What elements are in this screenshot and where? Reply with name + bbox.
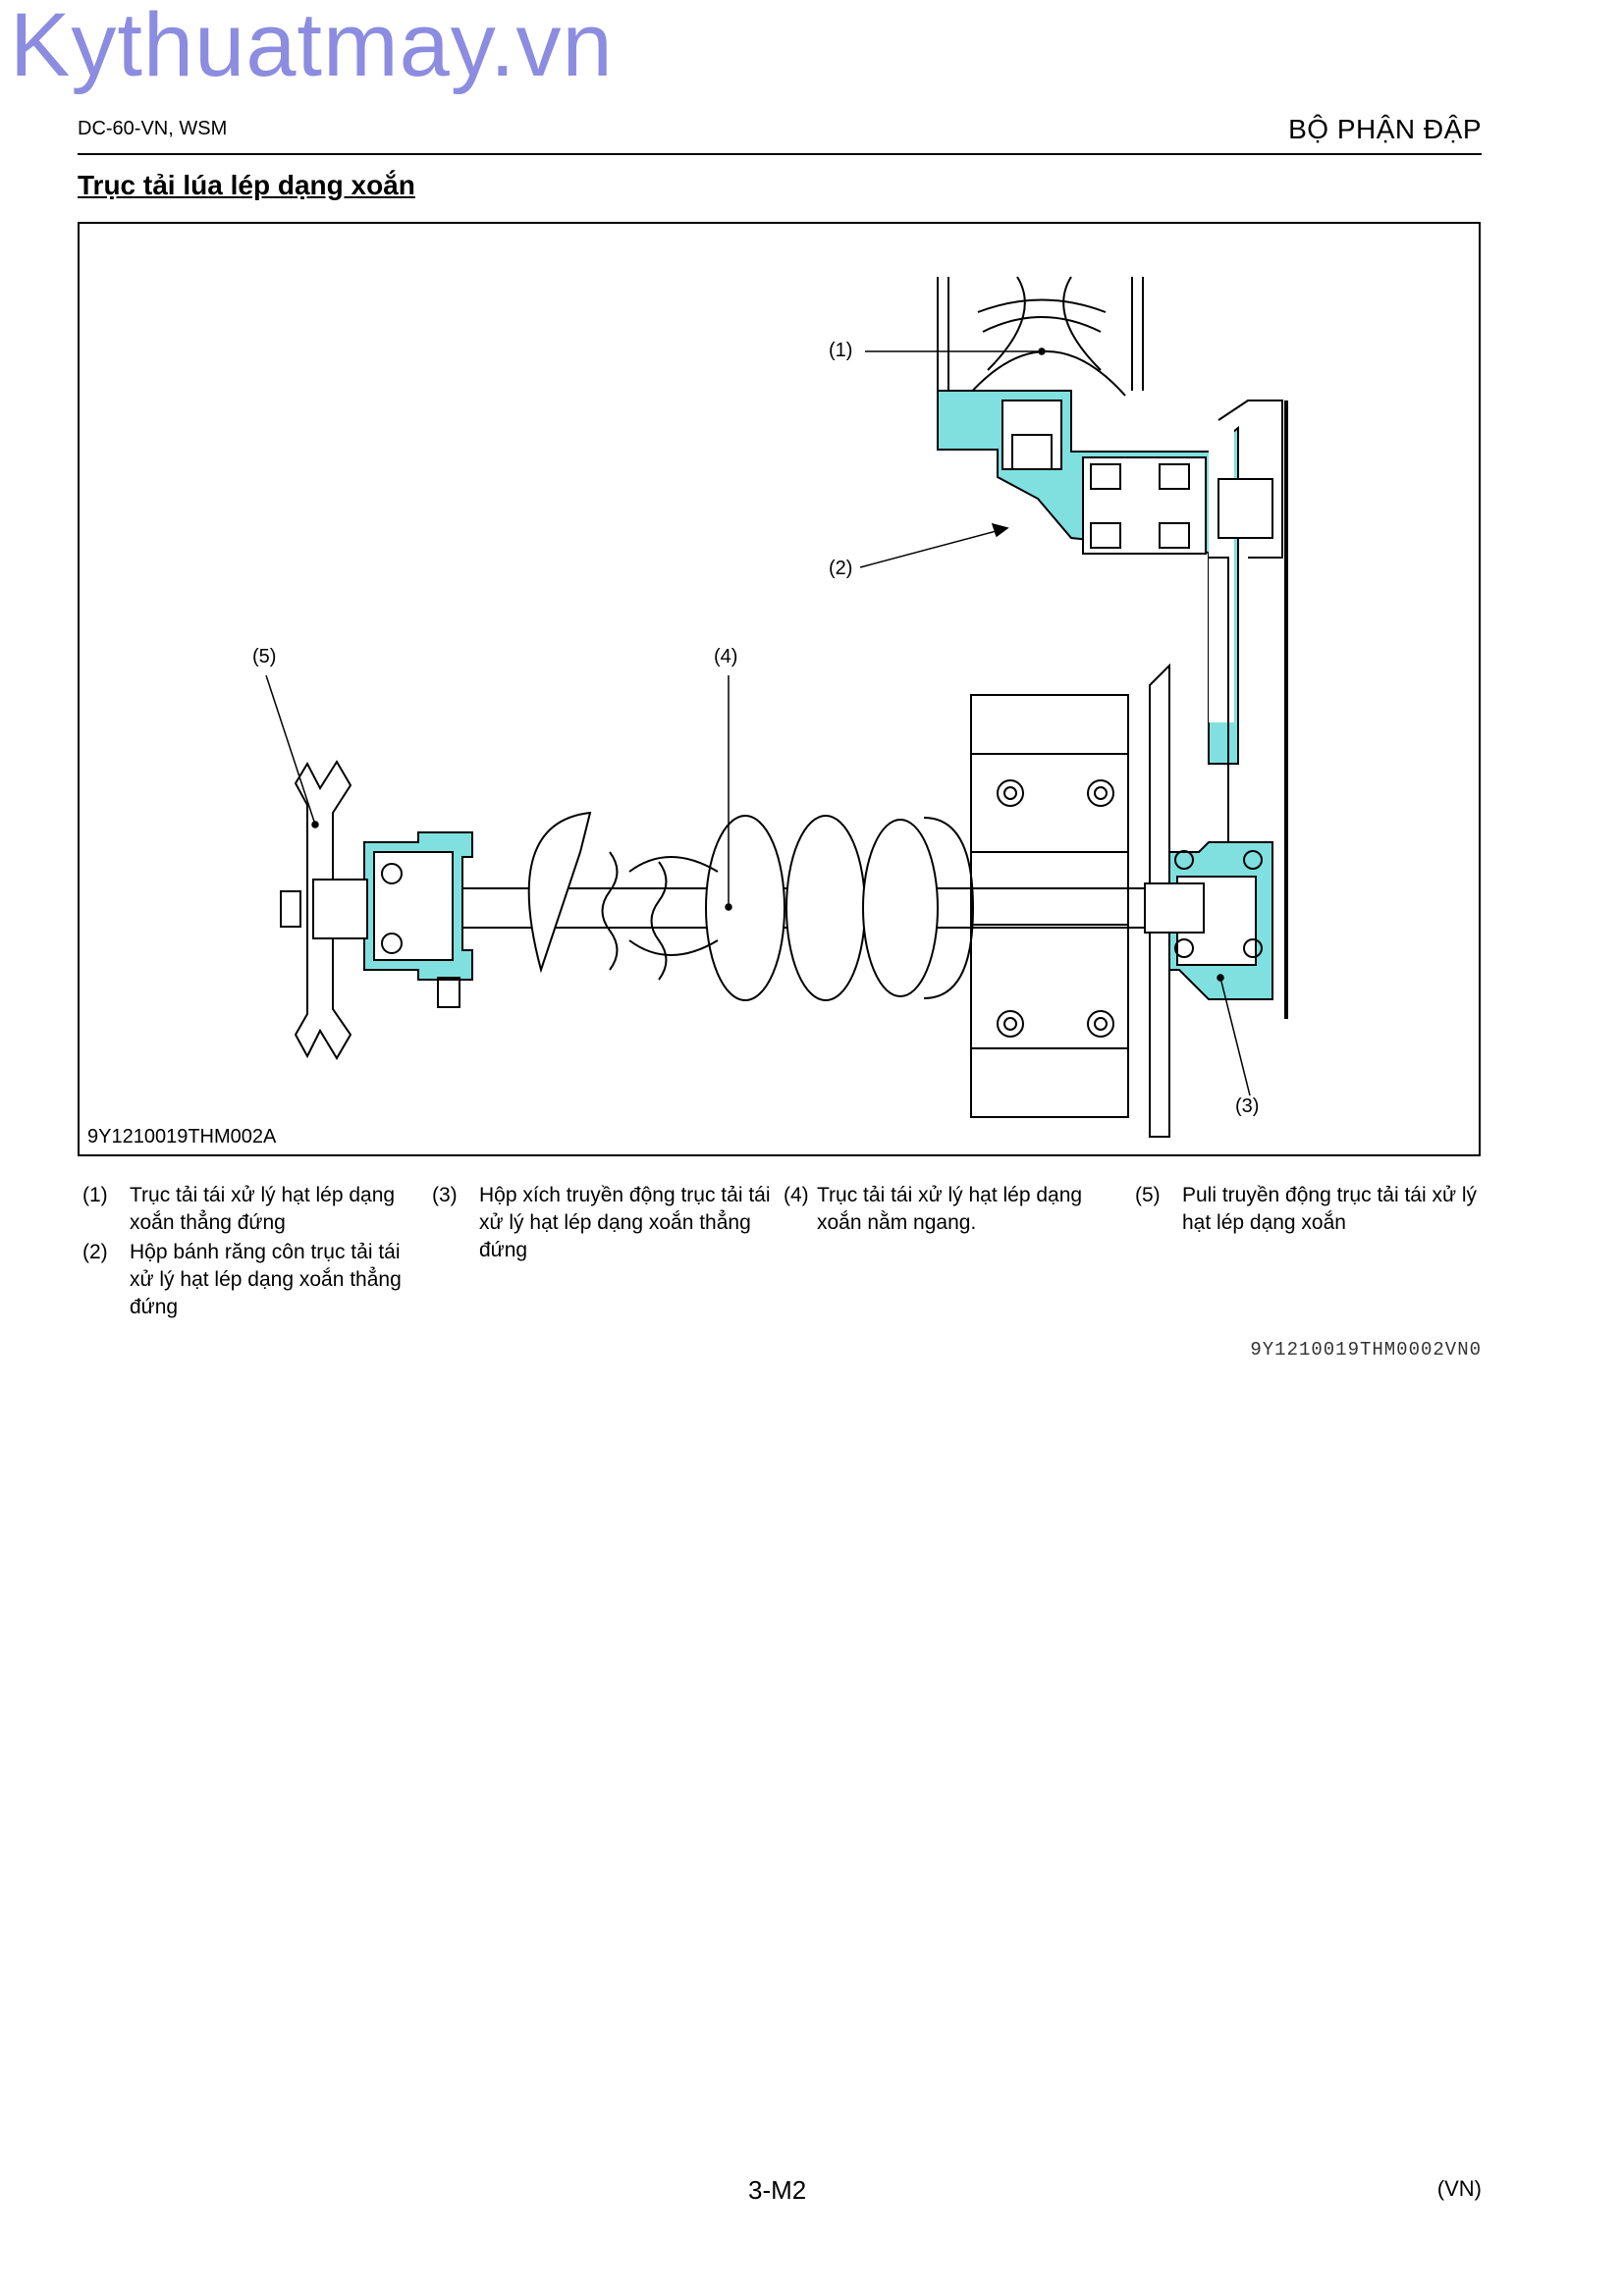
callout-3: (3) (1235, 1095, 1260, 1117)
document-code: 9Y1210019THM0002VN0 (1250, 1339, 1482, 1361)
callout-4: (4) (714, 646, 738, 667)
legend-4-text: Trục tải tái xử lý hạt lép dạng xoắn nằm… (817, 1184, 1083, 1234)
header-rule (78, 153, 1482, 155)
legend-5-num: (5) (1135, 1184, 1161, 1206)
leader-lines (265, 347, 1251, 1096)
language-tag: (VN) (1436, 2176, 1482, 2201)
legend-2-num: (2) (82, 1241, 108, 1263)
callout-2: (2) (829, 558, 853, 579)
legend-column-1: (1) Trục tải tái xử lý hạt lép dạng xoắn… (82, 1182, 426, 1321)
legend-3-num: (3) (432, 1184, 458, 1206)
legend-3-text: Hộp xích truyền động trục tải tái xử lý … (479, 1184, 771, 1261)
legend-5-text: Puli truyền động trục tải tái xử lý hạt … (1182, 1184, 1478, 1234)
page-number: 3-M2 (748, 2175, 807, 2205)
callout-1: (1) (829, 340, 853, 361)
technical-drawing: (1) (2) (3) (4) (5) 9Y1210019THM002A (78, 222, 1481, 1156)
watermark-logo: Kythuatmay.vn (10, 0, 614, 95)
legend-column-3: (4) Trục tải tái xử lý hạt lép dạng xoắn… (784, 1182, 1127, 1264)
header-model: DC-60-VN, WSM (78, 118, 228, 139)
header-section: BỘ PHẬN ĐẬP (1288, 114, 1482, 144)
legend-1-num: (1) (82, 1184, 108, 1206)
section-title: Trục tải lúa lép dạng xoắn (78, 170, 415, 200)
legend-column-2: (3) Hộp xích truyền động trục tải tái xử… (432, 1182, 776, 1264)
legend-2-text: Hộp bánh răng côn trục tải tái xử lý hạt… (130, 1241, 402, 1318)
legend-4-num: (4) (784, 1184, 809, 1206)
legend-1-text: Trục tải tái xử lý hạt lép dạng xoắn thẳ… (130, 1184, 396, 1234)
figure-code: 9Y1210019THM002A (87, 1126, 277, 1148)
auger-assembly-drawing (280, 276, 1288, 1138)
callout-5: (5) (252, 646, 277, 667)
legend-column-4: (5) Puli truyền động trục tải tái xử lý … (1135, 1182, 1485, 1264)
